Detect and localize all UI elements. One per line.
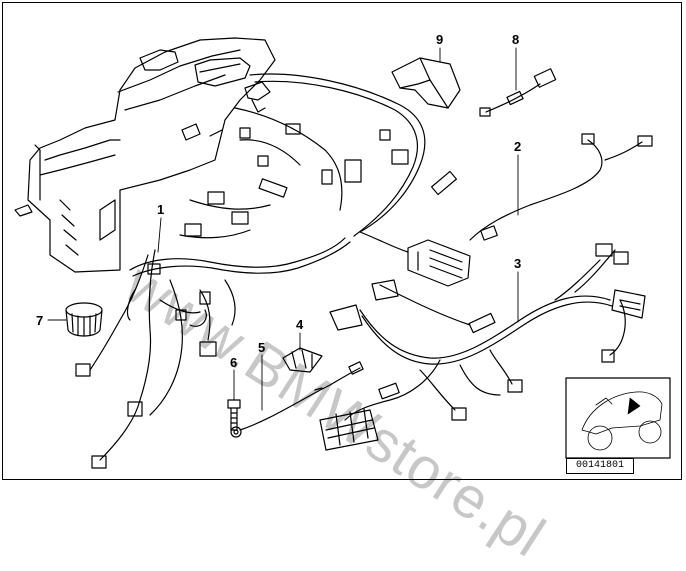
motorcycle-inset [565,377,671,459]
callout-5: 5 [258,340,265,355]
part-4-cable-clip [282,347,323,373]
part-8-small-cable [479,68,557,117]
part-7-rubber-cap [65,302,103,337]
callout-2: 2 [514,139,521,154]
diagram-border [2,2,682,480]
part-2-wire-lead [469,133,653,241]
part-9-bracket [391,57,461,109]
callout-1: 1 [157,202,164,217]
part-3-wiring-harness [319,243,646,451]
callout-4: 4 [296,317,304,332]
diagram-drawing: 1 2 3 4 5 6 7 8 9 [14,32,671,469]
multi-pin-connector [407,239,471,287]
electronics-housing [14,37,276,273]
part-6-bolt [227,399,241,431]
callout-9: 9 [436,32,443,47]
leader-lines [47,47,519,411]
callout-6: 6 [230,355,237,370]
main-wiring-harness [89,73,426,461]
harness-1-connectors [75,123,458,469]
callout-3: 3 [514,256,521,271]
diagram-id-label: 00141801 [566,458,634,474]
callout-8: 8 [512,32,519,47]
callout-7: 7 [36,313,43,328]
